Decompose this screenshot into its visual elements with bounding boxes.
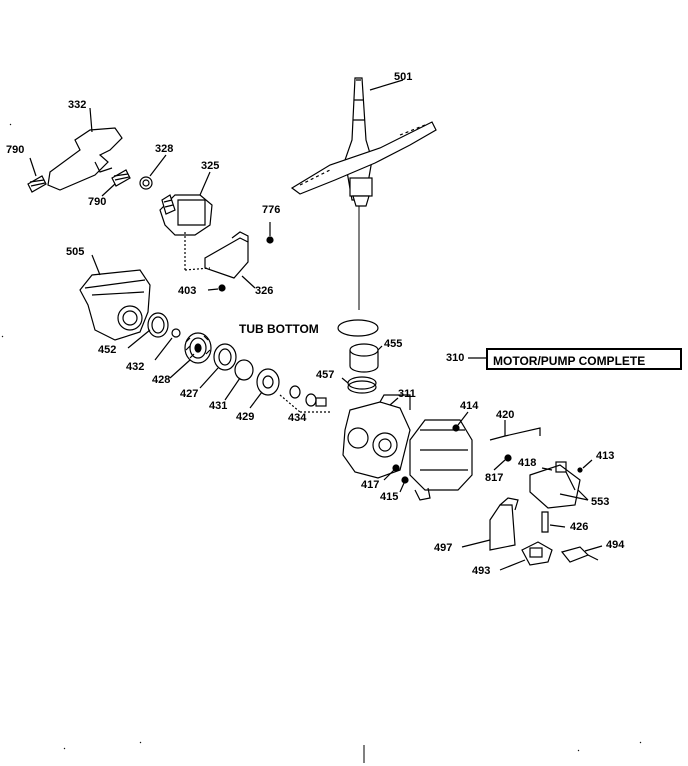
callout-501: 501 (394, 71, 413, 83)
callout-415: 415 (380, 491, 399, 503)
callout-414: 414 (460, 400, 479, 412)
part-817 (493, 454, 512, 471)
scan-dots (1, 123, 642, 763)
spray-arm-501 (290, 77, 437, 310)
switch-assembly (529, 459, 593, 509)
bracket-326 (184, 230, 256, 289)
callout-413: 413 (596, 450, 615, 462)
coupling-434 (279, 385, 330, 413)
fitting-790 (27, 157, 131, 197)
callout-505: 505 (66, 246, 85, 258)
pump-housing-311 (342, 394, 411, 479)
connector-494 (560, 545, 603, 563)
screw-776 (266, 222, 274, 244)
tub-bottom-ring (337, 319, 379, 337)
clip-426 (541, 511, 566, 533)
callout-428: 428 (152, 374, 171, 386)
screw-417 (383, 464, 400, 481)
motor-pump-complete-box: MOTOR/PUMP COMPLETE (486, 348, 682, 370)
screw-414 (452, 411, 469, 432)
callout-426: 426 (570, 521, 589, 533)
screw-415 (399, 476, 409, 493)
screw-403 (207, 284, 226, 292)
sleeve-455 (349, 343, 383, 373)
callout-420: 420 (496, 409, 515, 421)
callout-817: 817 (485, 472, 504, 484)
motor (409, 419, 473, 501)
ring-457 (341, 376, 377, 394)
callout-311: 311 (398, 388, 416, 400)
callout-403: 403 (178, 285, 197, 297)
callout-553: 553 (591, 496, 610, 508)
ring-452 (127, 312, 169, 349)
callout-455: 455 (384, 338, 403, 350)
motor-pump-complete-label: MOTOR/PUMP COMPLETE (493, 354, 646, 368)
callout-790-left: 790 (6, 144, 25, 156)
callout-429: 429 (236, 411, 255, 423)
terminal-493 (499, 541, 553, 571)
callout-418: 418 (518, 457, 537, 469)
tub-bottom-label: TUB BOTTOM (239, 322, 319, 336)
part-432 (154, 328, 181, 361)
callout-325: 325 (201, 160, 220, 172)
callout-332: 332 (68, 99, 87, 111)
callout-431: 431 (209, 400, 228, 412)
impeller-428 (169, 332, 212, 379)
callout-328: 328 (155, 143, 174, 155)
callout-790-mid: 790 (88, 196, 107, 208)
callout-427: 427 (180, 388, 199, 400)
callout-494: 494 (606, 539, 625, 551)
callout-776: 776 (262, 204, 281, 216)
seal-427 (199, 343, 237, 389)
callout-326: 326 (255, 285, 274, 297)
callout-310: 310 (446, 352, 465, 364)
wire-420 (489, 420, 541, 441)
oring-328 (139, 154, 167, 190)
housing-505 (79, 254, 151, 341)
hub-429 (249, 368, 280, 409)
callout-434: 434 (288, 412, 307, 424)
bracket-497 (461, 497, 519, 551)
valve-325 (159, 171, 213, 236)
callout-457: 457 (316, 369, 335, 381)
callout-497: 497 (434, 542, 453, 554)
callout-432: 432 (126, 361, 145, 373)
gasket-431 (224, 359, 254, 401)
callout-493: 493 (472, 565, 491, 577)
manifold-332 (47, 107, 123, 191)
callout-417: 417 (361, 479, 380, 491)
callout-452: 452 (98, 344, 117, 356)
